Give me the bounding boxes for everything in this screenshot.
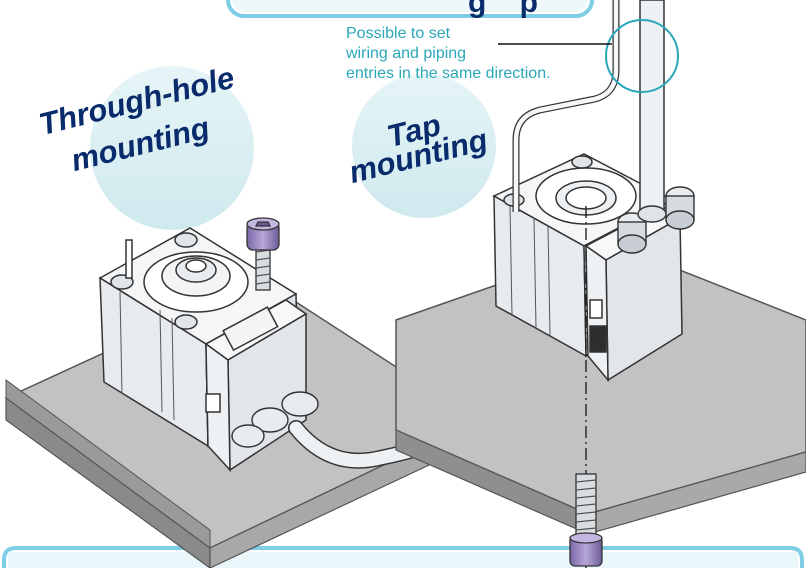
bottom-frame [2,546,804,568]
direction-note: Possible to set wiring and piping entrie… [346,24,616,84]
note-line-2: wiring and piping [346,45,467,62]
tap-bubble [352,74,496,218]
through-hole-bubble [90,66,254,230]
right-tube [637,0,667,223]
magnifier-circle [605,19,679,93]
right-fittings [617,186,695,254]
header-title-fragment: g p [468,0,538,19]
left-bolt [246,217,280,291]
bottom-bolt [569,473,603,567]
note-line-3: entries in the same direction. [346,65,551,82]
note-line-1: Possible to set [346,25,451,42]
left-fittings [231,391,319,448]
header-box [226,0,594,18]
right-base-plate [395,243,806,535]
